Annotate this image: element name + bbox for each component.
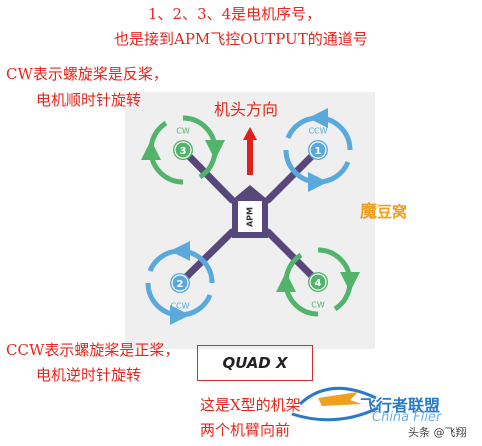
x-note-line2: 两个机臂向前 xyxy=(200,421,291,439)
motor-4: 4 CW xyxy=(276,247,360,317)
motor-2-hub xyxy=(170,273,190,293)
motor-2-number: 2 xyxy=(177,279,184,290)
brand-cn: 飞行者联盟 xyxy=(360,396,441,415)
ccw-note-line2: 电机逆时针旋转 xyxy=(36,366,142,384)
apm-board-label: APM xyxy=(246,207,255,227)
site-watermark-rest: 豆窝 xyxy=(377,203,408,221)
arm-4 xyxy=(264,228,322,286)
motor-2-direction: CCW xyxy=(170,302,189,311)
brand-en: China Flier xyxy=(372,410,442,425)
heading-label: 机头方向 xyxy=(214,100,279,119)
flight-controller-board: APM xyxy=(232,185,268,238)
apm-board-face xyxy=(238,201,262,232)
frame-arms xyxy=(176,146,322,287)
site-watermark-char: 魔 xyxy=(360,202,377,222)
motor-1-number: 1 xyxy=(315,146,322,157)
top-note-line2: 也是接到APM飞控OUTPUT的通道号 xyxy=(114,30,368,48)
motor-1-hub xyxy=(308,140,328,160)
motor-1-direction: CCW xyxy=(308,127,327,136)
motor-4-hub xyxy=(308,272,328,292)
arm-3 xyxy=(179,146,236,204)
motor-4-direction: CW xyxy=(311,301,325,310)
motor-3: 3 CW xyxy=(141,115,225,185)
site-watermark: 魔豆窝 xyxy=(360,197,407,222)
china-flier-logo-mark xyxy=(291,386,379,422)
ccw-note-line1: CCW表示螺旋桨是正桨， xyxy=(6,341,180,359)
motor-3-number: 3 xyxy=(180,146,187,157)
cw-note-line2: 电机顺时针旋转 xyxy=(36,91,142,109)
x-note-line1: 这是X型的机架 xyxy=(200,396,301,414)
frame-type-box: QUAD X xyxy=(197,345,313,381)
arm-1 xyxy=(264,146,322,204)
motor-3-hub xyxy=(173,140,193,160)
cw-note-line1: CW表示螺旋桨是反桨， xyxy=(6,65,168,83)
top-note-line1: 1、2、3、4是电机序号， xyxy=(148,5,322,23)
motor-2: 2 CCW xyxy=(145,241,215,325)
motor-3-direction: CW xyxy=(176,127,190,136)
motor-4-number: 4 xyxy=(315,278,322,289)
frame-type-label: QUAD X xyxy=(222,354,288,372)
motor-1: 1 CCW xyxy=(283,108,353,192)
source-watermark: 头条 @飞翔 xyxy=(408,426,467,439)
arm-2 xyxy=(176,228,236,287)
heading-arrow xyxy=(243,127,257,175)
